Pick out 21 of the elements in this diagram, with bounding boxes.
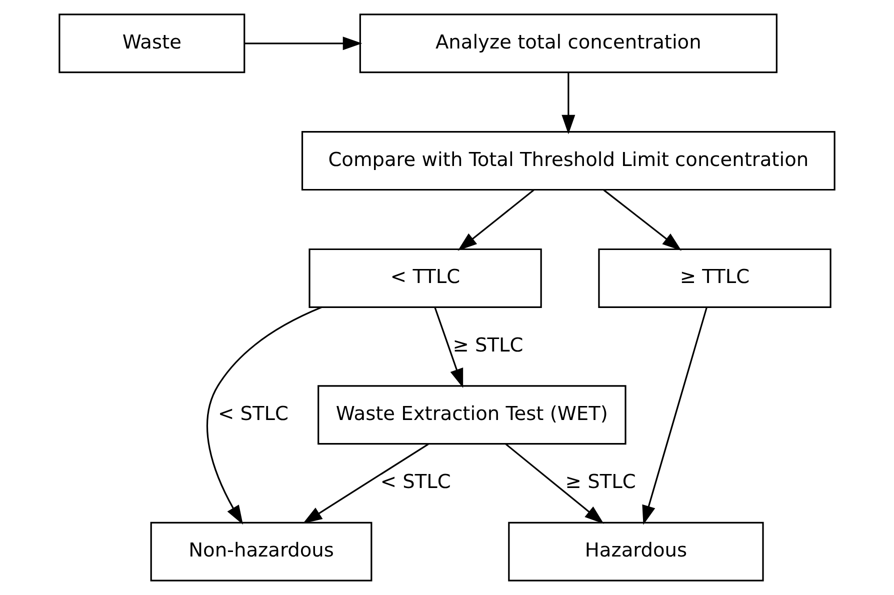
edge-label: < STLC: [218, 402, 288, 425]
edge-label: < STLC: [380, 470, 451, 494]
node-box: Non-hazardous: [150, 522, 372, 582]
edge-label: ≥ STLC: [565, 470, 636, 494]
arrow: [244, 36, 362, 50]
node-box: Waste Extraction Test (WET): [318, 385, 626, 445]
node-box: Compare with Total Threshold Limit concentration: [301, 131, 836, 191]
node-box: Waste: [58, 14, 246, 74]
node-box: < TTLC: [308, 248, 542, 308]
arrow: [562, 72, 576, 134]
arrow: [505, 444, 604, 524]
arrow: [458, 189, 534, 251]
edge-label: ≥ STLC: [452, 334, 524, 357]
arrow: [206, 306, 322, 525]
node-box: Hazardous: [508, 522, 764, 582]
arrow: [302, 443, 429, 524]
arrow: [603, 189, 682, 251]
node-box: ≥ TTLC: [598, 248, 832, 308]
arrow: [642, 306, 708, 525]
arrow: [434, 307, 464, 388]
node-box: Analyze total concentration: [359, 14, 778, 74]
